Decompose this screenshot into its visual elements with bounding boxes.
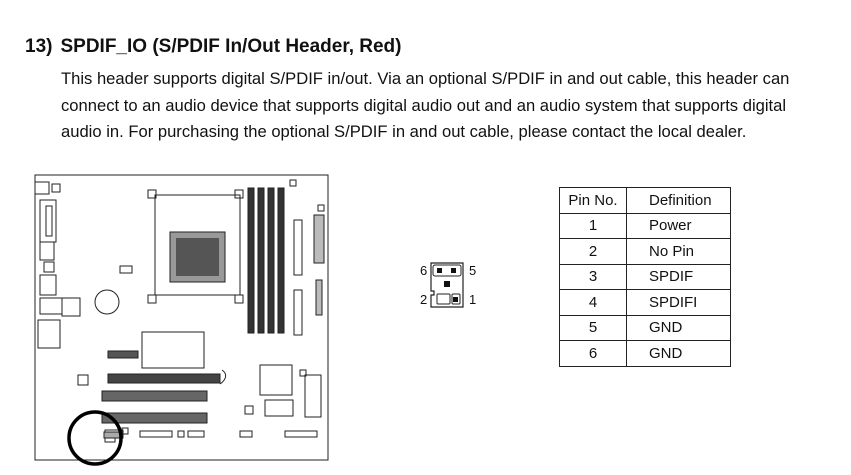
pin-3 bbox=[444, 281, 450, 287]
section-heading: 13) SPDIF_IO (S/PDIF In/Out Header, Red) bbox=[25, 36, 401, 58]
description-paragraph: This header supports digital S/PDIF in/o… bbox=[61, 66, 831, 146]
table-header-row: Pin No. Definition bbox=[559, 187, 731, 214]
header bbox=[187, 430, 205, 438]
pin-definition: No Pin bbox=[626, 238, 731, 265]
dimm-slot bbox=[277, 187, 285, 334]
ide-connector bbox=[293, 219, 303, 276]
pin-number: 5 bbox=[559, 314, 627, 341]
table-row: 3 SPDIF bbox=[559, 263, 731, 290]
pin-definition-table: Pin No. Definition 1 Power 2 No Pin 3 SP… bbox=[559, 187, 731, 367]
pin-definition: SPDIF bbox=[626, 263, 731, 290]
pin-number: 1 bbox=[559, 212, 627, 239]
column-header-definition: Definition bbox=[626, 187, 731, 214]
pci-slot bbox=[101, 390, 208, 402]
io-port bbox=[39, 274, 57, 296]
table-row: 2 No Pin bbox=[559, 238, 731, 265]
io-port bbox=[45, 205, 53, 237]
io-port bbox=[39, 297, 63, 315]
sata-connector bbox=[304, 374, 322, 418]
table-row: 6 GND bbox=[559, 340, 731, 367]
board-outline bbox=[34, 174, 329, 461]
pin-1 bbox=[453, 297, 458, 302]
dimm-slot bbox=[257, 187, 265, 334]
pin-definition: Power bbox=[626, 212, 731, 239]
pin-number: 3 bbox=[559, 263, 627, 290]
pin-number: 2 bbox=[559, 238, 627, 265]
pin-number: 6 bbox=[559, 340, 627, 367]
chipset bbox=[141, 331, 205, 369]
header bbox=[264, 399, 294, 417]
section-title: SPDIF_IO (S/PDIF In/Out Header, Red) bbox=[60, 36, 402, 57]
pcie-x16-slot bbox=[107, 373, 221, 384]
fdd-connector bbox=[293, 289, 303, 336]
pin-definition: GND bbox=[626, 314, 731, 341]
cpu-socket-area bbox=[154, 194, 241, 296]
header-outline bbox=[430, 262, 464, 308]
pin-6 bbox=[437, 268, 442, 273]
dimm-slot bbox=[267, 187, 275, 334]
description-line: connect to an audio device that supports… bbox=[61, 95, 787, 115]
dimm-slot bbox=[247, 187, 255, 334]
pin-definition: GND bbox=[626, 340, 731, 367]
table-row: 4 SPDIFI bbox=[559, 289, 731, 316]
pin-definition: SPDIFI bbox=[626, 289, 731, 316]
pin-header-svg: 6 5 2 1 bbox=[420, 262, 476, 308]
io-port bbox=[61, 297, 81, 317]
header bbox=[139, 430, 173, 438]
pin-5 bbox=[451, 268, 456, 273]
io-port bbox=[51, 183, 61, 193]
pin-label-2: 2 bbox=[420, 292, 427, 307]
pin-label-5: 5 bbox=[469, 263, 476, 278]
highlight-circle bbox=[67, 410, 123, 466]
table-row: 5 GND bbox=[559, 314, 731, 341]
pci-slot bbox=[101, 412, 208, 424]
column-header-pin-no: Pin No. bbox=[559, 187, 627, 214]
pin-header-diagram: 6 5 2 1 bbox=[418, 259, 488, 314]
header bbox=[284, 430, 318, 438]
southbridge bbox=[259, 364, 293, 396]
motherboard-layout-diagram bbox=[34, 174, 329, 466]
section-number: 13) bbox=[25, 36, 53, 57]
io-port bbox=[37, 319, 61, 349]
table-row: 1 Power bbox=[559, 212, 731, 239]
cmos-battery bbox=[94, 289, 120, 315]
fan-header bbox=[119, 265, 133, 274]
io-port bbox=[34, 181, 50, 195]
pin-label-6: 6 bbox=[420, 263, 427, 278]
description-line: audio in. For purchasing the optional S/… bbox=[61, 122, 747, 141]
io-port bbox=[43, 261, 55, 273]
io-port bbox=[39, 241, 55, 261]
pcie-x1-slot bbox=[107, 350, 139, 359]
pin-label-1: 1 bbox=[469, 292, 476, 307]
pin-number: 4 bbox=[559, 289, 627, 316]
atx-power bbox=[313, 214, 325, 264]
description-line: This header supports digital S/PDIF in/o… bbox=[61, 69, 790, 88]
